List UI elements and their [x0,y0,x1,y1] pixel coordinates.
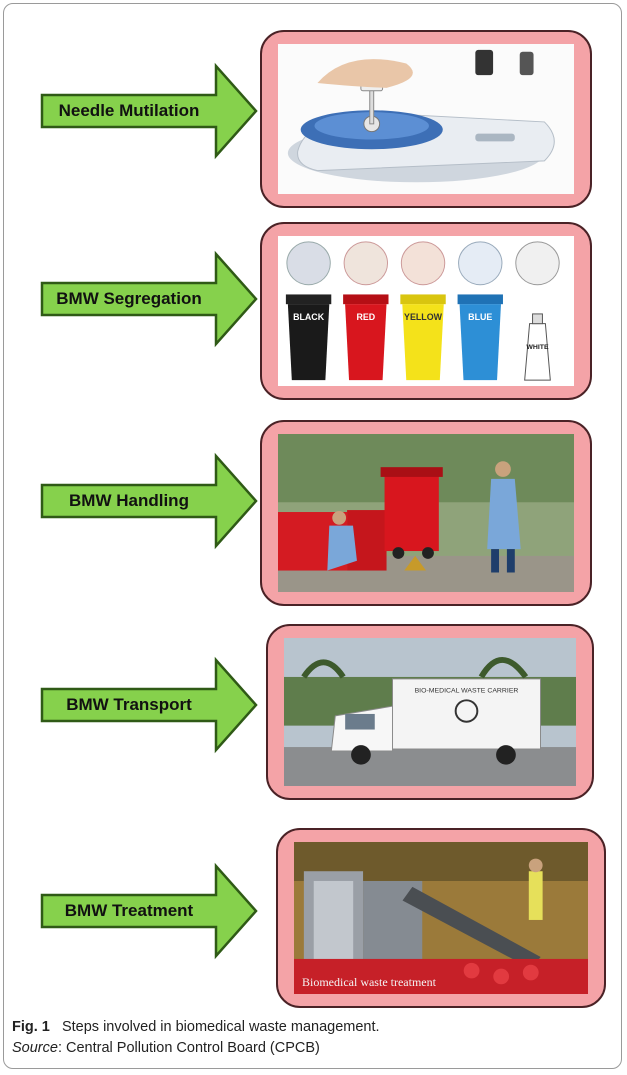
step-panel-needle-mutilation [260,30,592,208]
figure-caption-text: Steps involved in biomedical waste manag… [61,1019,380,1035]
needle-destroyer-image [278,44,574,194]
step-arrow-needle-mutilation: Needle Mutilation [38,62,260,160]
step-panel-bmw-treatment: Biomedical waste treatment [276,828,606,1008]
step-label: BMW Transport [66,695,192,714]
waste-handling-image [278,434,574,592]
arrow-shape-icon [40,250,258,348]
treatment-photo-caption: Biomedical waste treatment [302,975,436,989]
biohazard-symbol-icon [454,699,479,723]
arrow-shape-icon [40,452,258,550]
worker-kneeling-icon [327,511,357,571]
yellow-bin-icon [400,241,446,381]
step-panel-bmw-handling [260,420,592,606]
step-label: BMW Segregation [56,289,202,308]
source-text: : Central Pollution Control Board (CPCB) [57,1040,320,1056]
truck-text: BIO-MEDICAL WASTE CARRIER [415,688,519,695]
figure-frame [3,3,622,1069]
bin-label-black: BLACK [293,312,325,322]
white-container-icon [515,241,560,381]
step-arrow-bmw-treatment: BMW Treatment [38,862,260,960]
step-arrow-bmw-segregation: BMW Segregation [38,250,260,348]
bin-label-yellow: YELLOW [404,312,443,322]
step-panel-bmw-transport: BIO-MEDICAL WASTE CARRIER [266,624,594,800]
blue-bin-icon [457,241,503,381]
bin-label-red: RED [356,312,375,322]
figure-number: Fig. 1 [12,1019,50,1035]
waste-bins-image: BLACK RED YELLOW BLUE WHITE [278,236,574,386]
step-label: BMW Treatment [64,901,194,920]
worker-icon [528,871,543,920]
arrow-shape-icon [40,62,258,160]
worker-standing-icon [487,461,521,573]
waste-transport-image: BIO-MEDICAL WASTE CARRIER [284,638,576,786]
step-label: Needle Mutilation [58,101,200,120]
step-arrow-bmw-transport: BMW Transport [38,656,260,754]
bin-label-blue: BLUE [468,312,492,322]
figure-caption: Fig. 1 Steps involved in biomedical wast… [12,1017,612,1059]
source-label: Source [12,1040,58,1056]
red-bin-icon [343,241,389,381]
black-bin-icon [285,241,332,381]
waste-treatment-image: Biomedical waste treatment [294,842,588,994]
arrow-shape-icon [40,656,258,754]
step-label: BMW Handling [69,491,189,510]
step-panel-bmw-segregation: BLACK RED YELLOW BLUE WHITE [260,222,592,400]
bin-label-white: WHITE [526,344,549,351]
step-arrow-bmw-handling: BMW Handling [38,452,260,550]
arrow-shape-icon [40,862,258,960]
